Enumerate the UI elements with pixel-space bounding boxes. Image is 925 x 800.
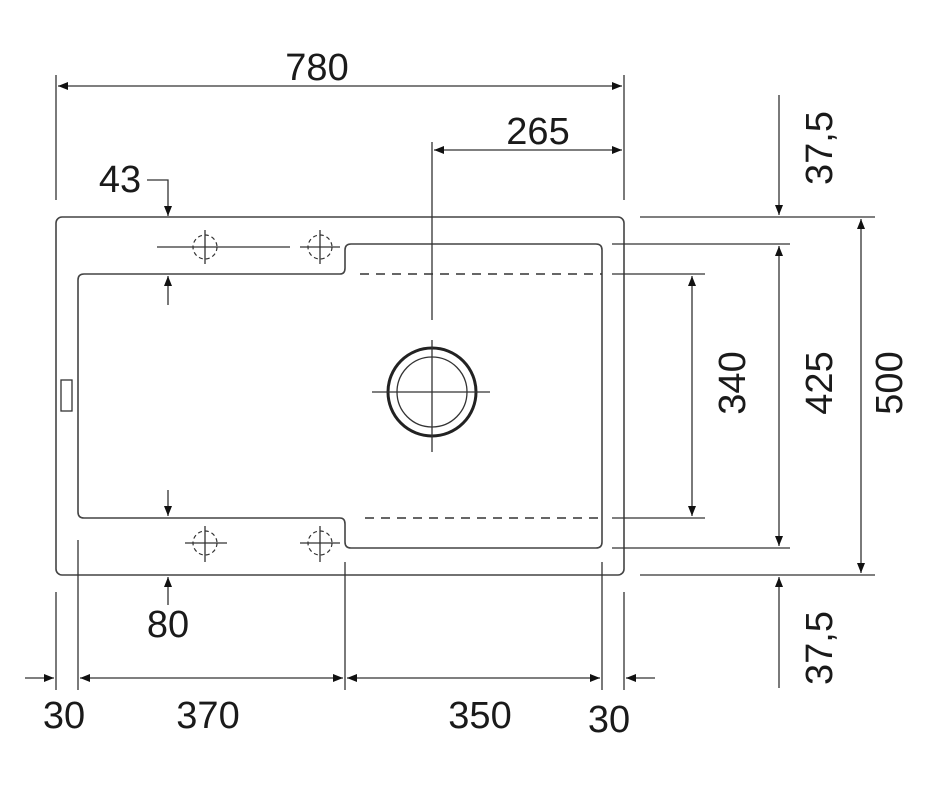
label-overall-width: 780 xyxy=(285,47,348,89)
label-bowl-width: 350 xyxy=(448,695,511,737)
label-top-margin: 37,5 xyxy=(799,111,841,185)
label-bottom-margin: 37,5 xyxy=(799,611,841,685)
label-bowl-center: 265 xyxy=(506,111,569,153)
tap-hole xyxy=(300,230,340,264)
overflow-slot xyxy=(60,379,73,412)
label-drainer-width: 370 xyxy=(176,695,239,737)
sink-outline xyxy=(55,216,625,576)
tap-holes xyxy=(157,230,340,562)
label-inner-depth: 340 xyxy=(712,351,754,414)
tap-hole xyxy=(300,526,340,562)
label-tap-offset-top: 43 xyxy=(99,159,141,201)
tap-hole xyxy=(185,526,227,562)
drain xyxy=(372,142,490,452)
extension-lines xyxy=(55,75,875,690)
label-bowl-depth: 425 xyxy=(799,351,841,414)
label-left-edge: 30 xyxy=(43,695,85,737)
label-overall-depth: 500 xyxy=(869,351,911,414)
tap-hole xyxy=(192,230,218,264)
label-tap-offset-bottom: 80 xyxy=(147,604,189,646)
label-right-edge: 30 xyxy=(588,699,630,741)
dimension-lines xyxy=(25,82,865,688)
